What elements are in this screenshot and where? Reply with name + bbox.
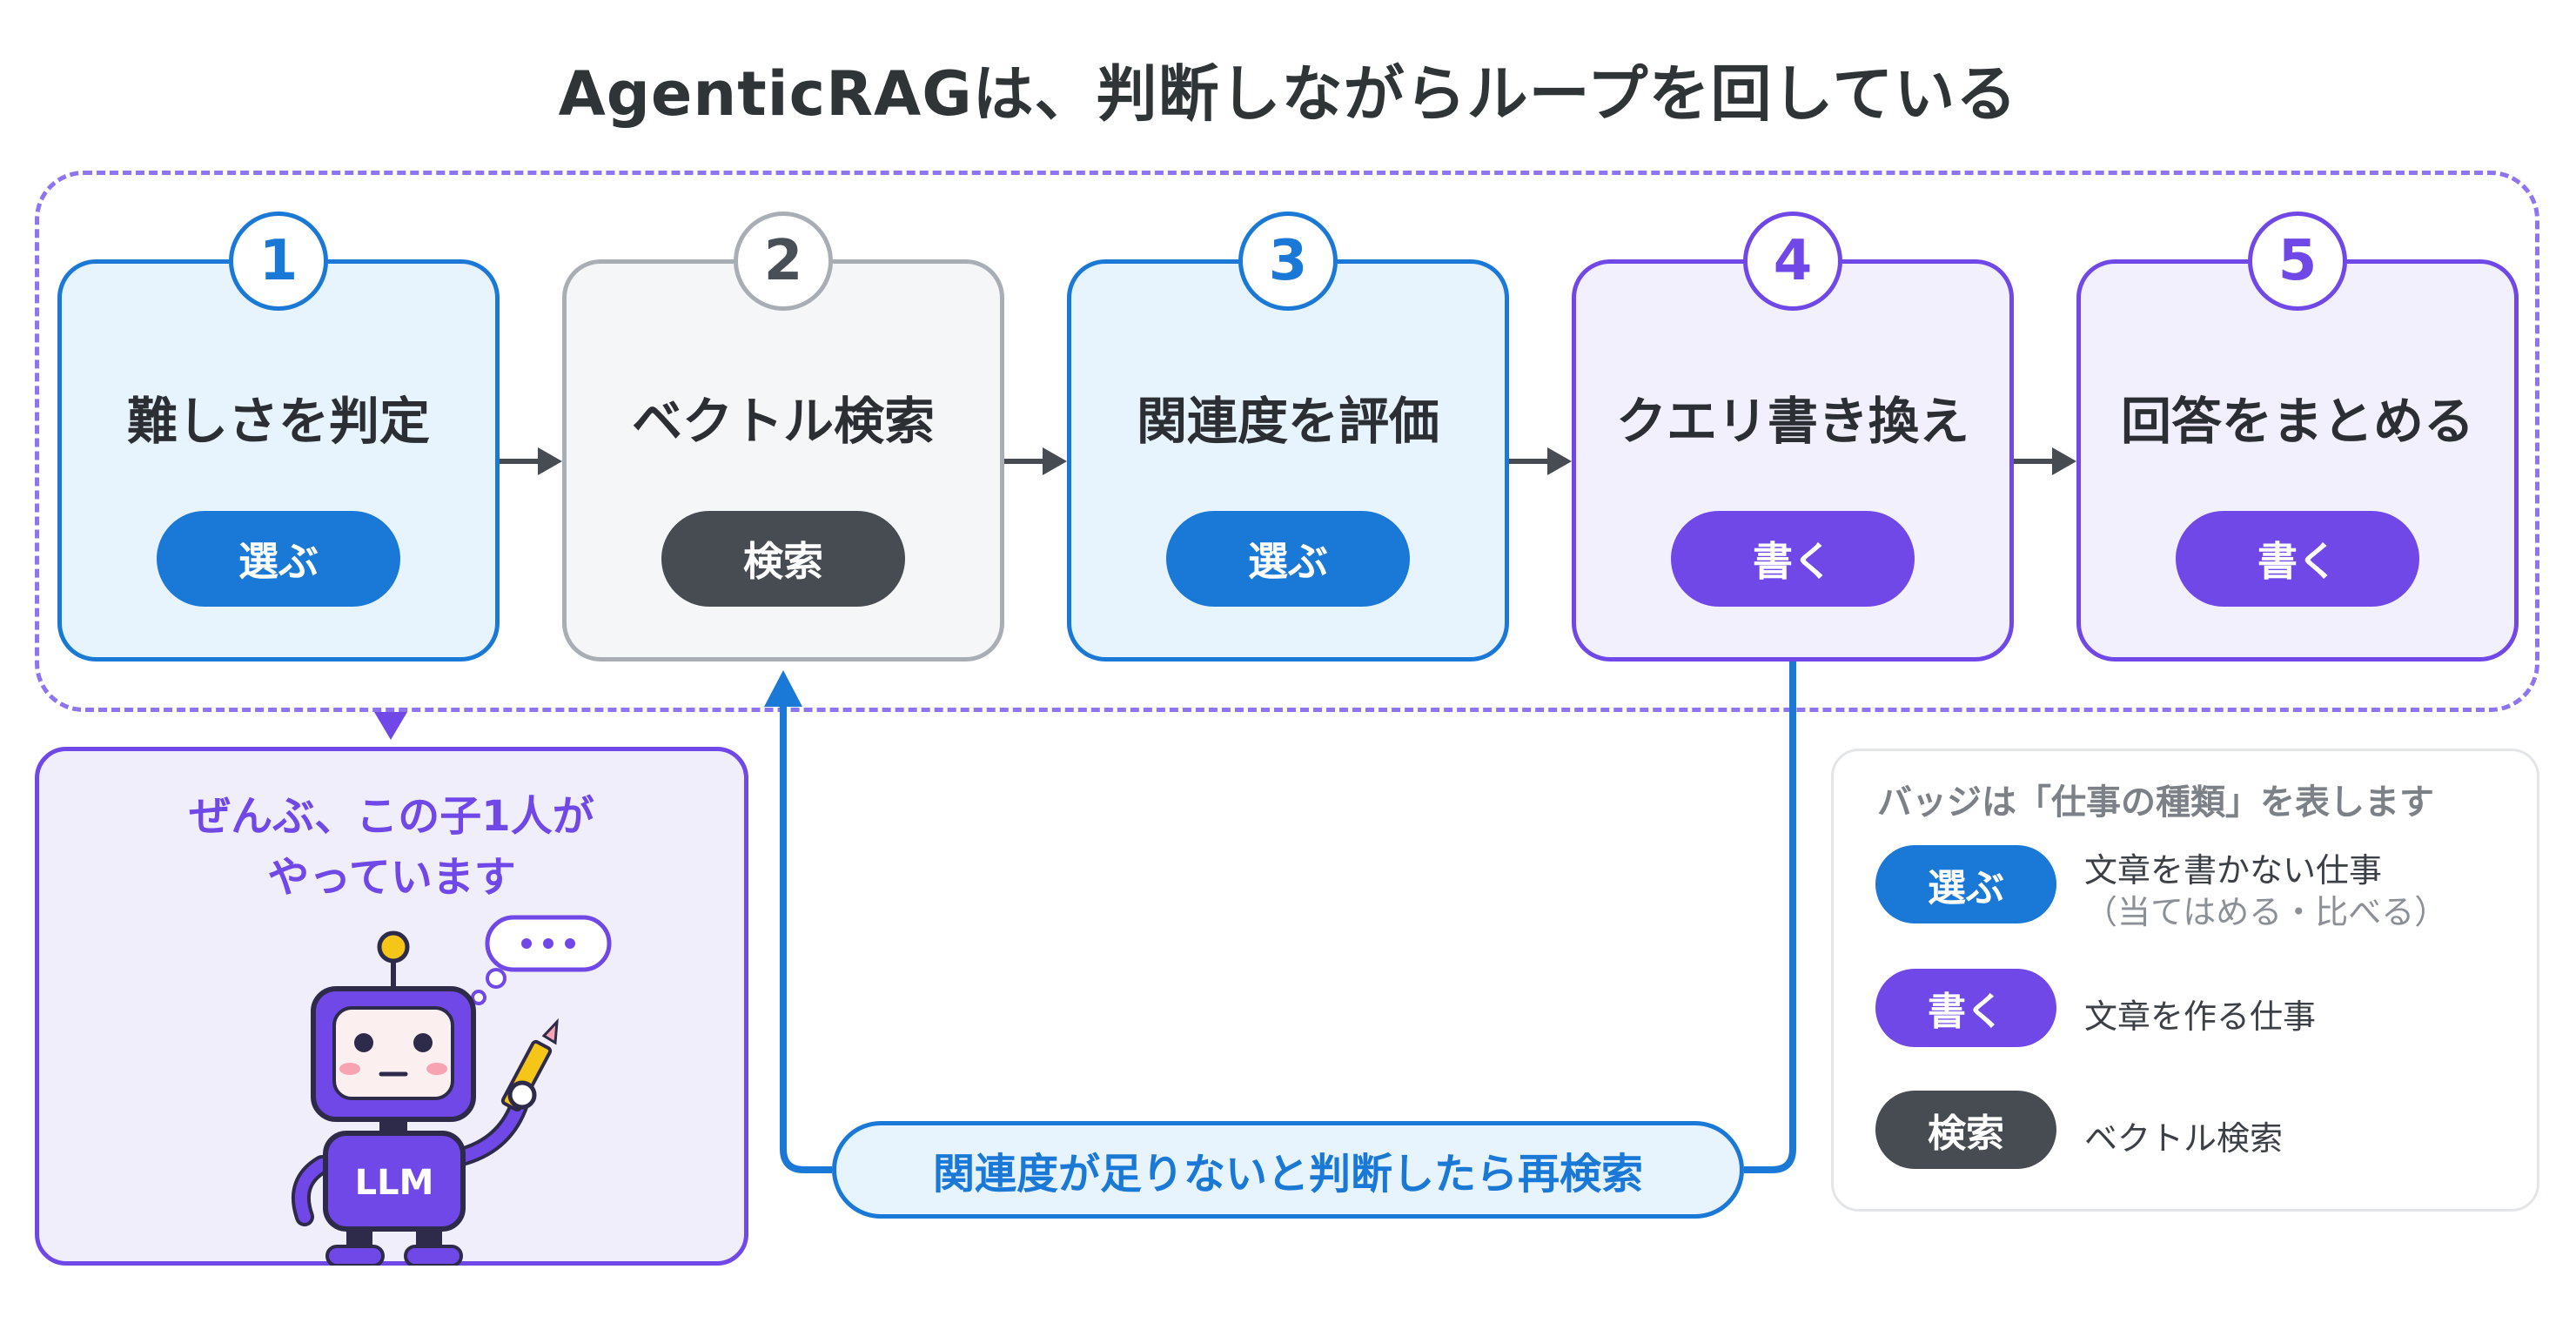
llm-caption-line2: やっています (267, 853, 516, 902)
loop-boundary (35, 171, 2539, 712)
llm-caption-line1: ぜんぶ、この子1人が (189, 792, 594, 841)
legend-desc-choose: 文章を書かない仕事 (2084, 851, 2383, 890)
step-label-5: 回答をまとめる (2120, 392, 2474, 451)
arrow-1-to-2 (500, 447, 562, 475)
step-card-1: 1 難しさを判定 選ぶ (57, 212, 500, 662)
step-label-1: 難しさを判定 (126, 392, 430, 451)
step-label-3: 関連度を評価 (1136, 392, 1439, 451)
arrow-2-to-3 (1004, 447, 1067, 475)
step-label-2: ベクトル検索 (631, 392, 935, 451)
retry-loop-path (1744, 662, 1796, 1173)
llm-panel: ぜんぶ、この子1人が やっています (35, 747, 748, 1266)
retry-arrowhead-icon (764, 670, 802, 707)
step-number-3: 3 (1238, 212, 1338, 311)
llm-caption: ぜんぶ、この子1人が やっています (39, 786, 744, 908)
legend-badge-choose: 選ぶ (1875, 845, 2056, 923)
step-badge-5: 書く (2176, 511, 2419, 607)
step-number-5: 5 (2248, 212, 2347, 311)
legend-sub-choose: （当てはめる・比べる） (2084, 893, 2448, 931)
llm-pointer-icon (374, 712, 407, 740)
legend-desc-search: ベクトル検索 (2084, 1119, 2284, 1158)
diagram-title: AgenticRAGは、判断しながらループを回している (558, 58, 2018, 130)
legend-badge-write: 書く (1875, 969, 2056, 1047)
legend-badge-search: 検索 (1875, 1091, 2056, 1169)
arrow-3-to-4 (1509, 447, 1572, 475)
step-badge-1: 選ぶ (157, 511, 400, 607)
step-badge-2: 検索 (661, 511, 905, 607)
thought-bubble-icon (471, 915, 612, 1005)
step-card-4: 4 クエリ書き換え 書く (1572, 212, 2014, 662)
robot-llm-label: LLM (355, 1163, 434, 1203)
robot-illustration: LLM (292, 915, 612, 1266)
step-badge-4: 書く (1671, 511, 1915, 607)
legend-desc-write: 文章を作る仕事 (2084, 997, 2317, 1036)
step-number-1: 1 (229, 212, 328, 311)
step-number-2: 2 (734, 212, 833, 311)
legend-title: バッジは「仕事の種類」を表します (1877, 782, 2434, 823)
retry-condition-label: 関連度が足りないと判断したら再検索 (832, 1121, 1744, 1219)
step-label-4: クエリ書き換え (1615, 392, 1969, 451)
badge-legend: バッジは「仕事の種類」を表します 選ぶ 文章を書かない仕事 （当てはめる・比べる… (1831, 749, 2539, 1212)
step-badge-3: 選ぶ (1166, 511, 1410, 607)
step-card-2: 2 ベクトル検索 検索 (562, 212, 1004, 662)
step-card-3: 3 関連度を評価 選ぶ (1067, 212, 1509, 662)
step-number-4: 4 (1743, 212, 1842, 311)
arrow-4-to-5 (2014, 447, 2076, 475)
step-card-5: 5 回答をまとめる 書く (2076, 212, 2519, 662)
